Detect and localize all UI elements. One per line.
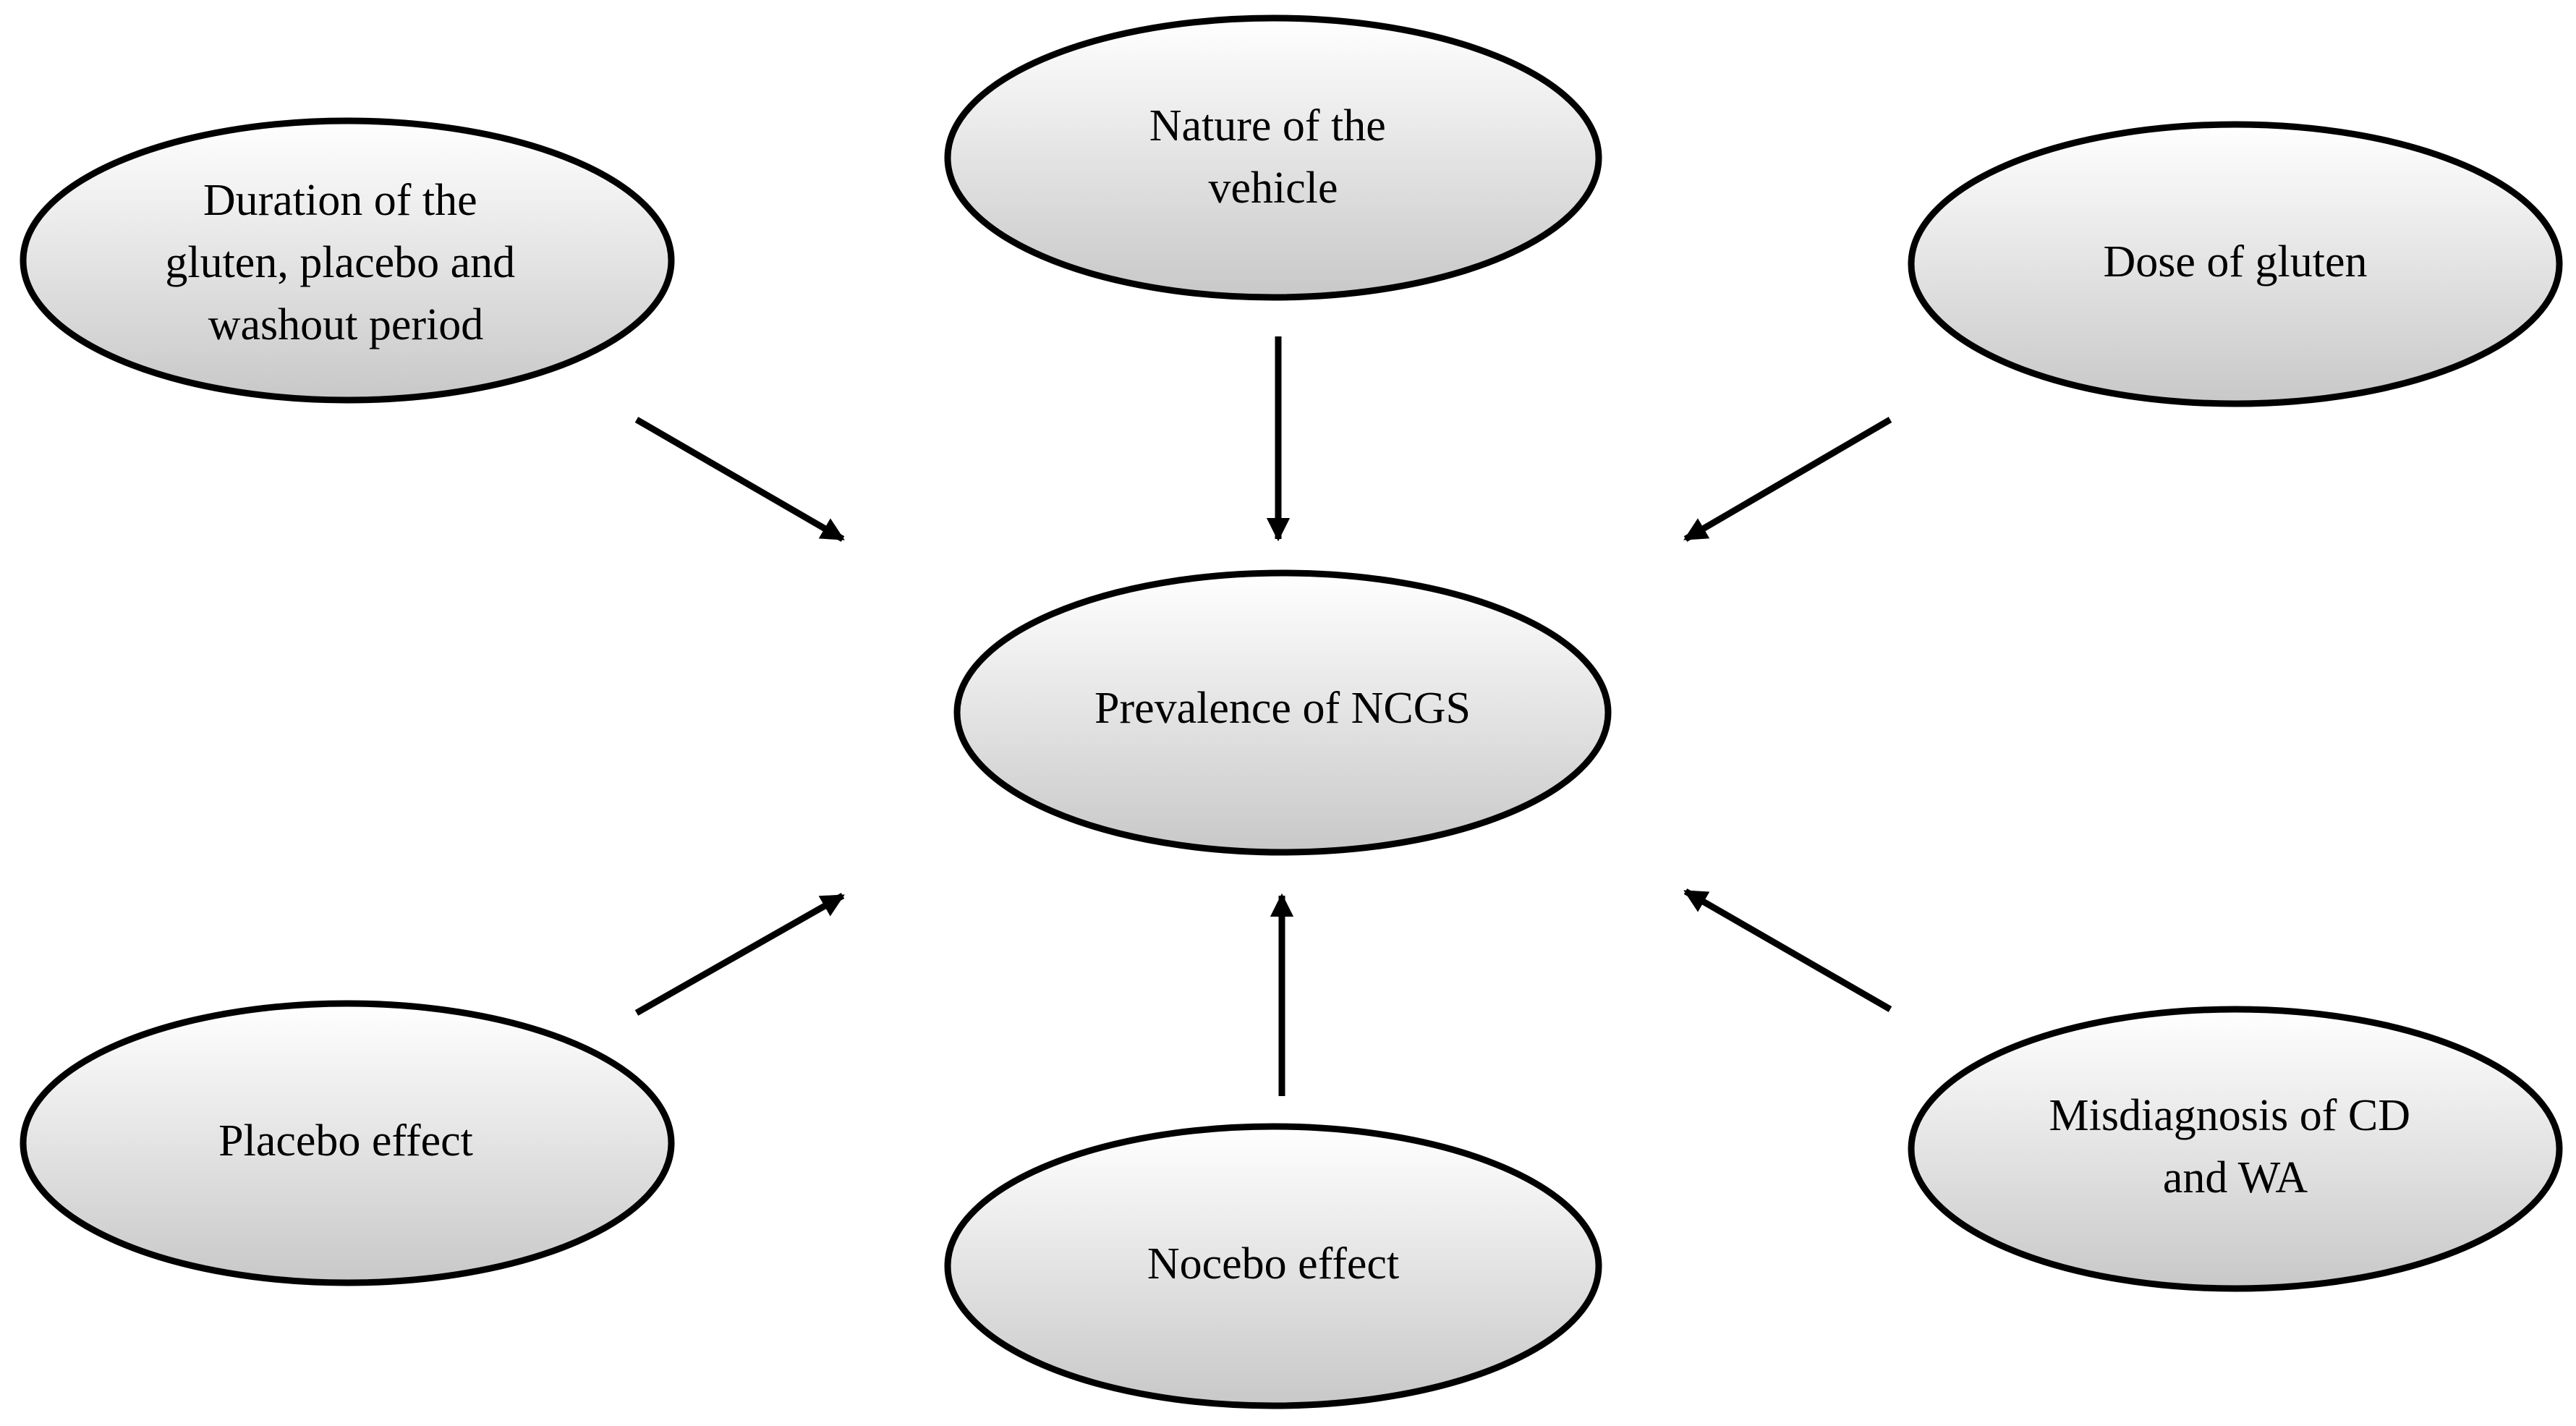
- node-vehicle-ellipse: [944, 14, 1602, 301]
- node-duration-label: Duration of the gluten, placebo and wash…: [165, 176, 526, 349]
- node-placebo: Placebo effect: [20, 1000, 675, 1286]
- node-nocebo-label: Nocebo effect: [1147, 1239, 1399, 1289]
- node-vehicle-line: Nature of the: [1149, 101, 1386, 150]
- node-misdiagnosis-line: Misdiagnosis of CD: [2049, 1091, 2410, 1140]
- node-dose-line: Dose of gluten: [2103, 237, 2367, 287]
- node-nocebo-line: Nocebo effect: [1147, 1239, 1399, 1289]
- node-misdiagnosis-line: and WA: [2163, 1153, 2308, 1202]
- node-misdiagnosis: Misdiagnosis of CD and WA: [1908, 1006, 2563, 1292]
- arrows: [634, 336, 1892, 1096]
- node-prevalence-ellipse: [953, 569, 1612, 856]
- node-vehicle-line: vehicle: [1208, 164, 1338, 213]
- arrow-misdiagnosis-to-prevalence: [1683, 888, 1892, 1012]
- node-placebo-ellipse: [20, 1000, 675, 1286]
- node-vehicle: Nature of the vehicle: [944, 14, 1602, 301]
- node-misdiagnosis-label: Misdiagnosis of CD and WA: [2049, 1091, 2422, 1202]
- node-placebo-label: Placebo effect: [218, 1116, 473, 1166]
- node-duration-line: gluten, placebo and: [165, 238, 515, 287]
- node-duration: Duration of the gluten, placebo and wash…: [20, 117, 675, 404]
- node-prevalence: Prevalence of NCGS: [953, 569, 1612, 856]
- node-prevalence-label: Prevalence of NCGS: [1094, 684, 1471, 733]
- node-nocebo-ellipse: [944, 1123, 1602, 1409]
- arrow-placebo-to-prevalence: [634, 893, 845, 1016]
- arrow-duration-to-prevalence: [634, 417, 845, 542]
- node-dose-ellipse: [1908, 121, 2563, 407]
- node-duration-ellipse: [20, 117, 675, 404]
- node-duration-line: Duration of the: [203, 176, 477, 225]
- node-placebo-line: Placebo effect: [218, 1116, 473, 1166]
- node-vehicle-label: Nature of the vehicle: [1149, 101, 1398, 213]
- node-dose: Dose of gluten: [1908, 121, 2563, 407]
- arrow-dose-to-prevalence: [1683, 417, 1892, 542]
- node-prevalence-line: Prevalence of NCGS: [1094, 684, 1471, 733]
- node-duration-line: washout period: [208, 300, 484, 349]
- node-misdiagnosis-ellipse: [1908, 1006, 2563, 1292]
- node-nocebo: Nocebo effect: [944, 1123, 1602, 1409]
- node-dose-label: Dose of gluten: [2103, 237, 2367, 287]
